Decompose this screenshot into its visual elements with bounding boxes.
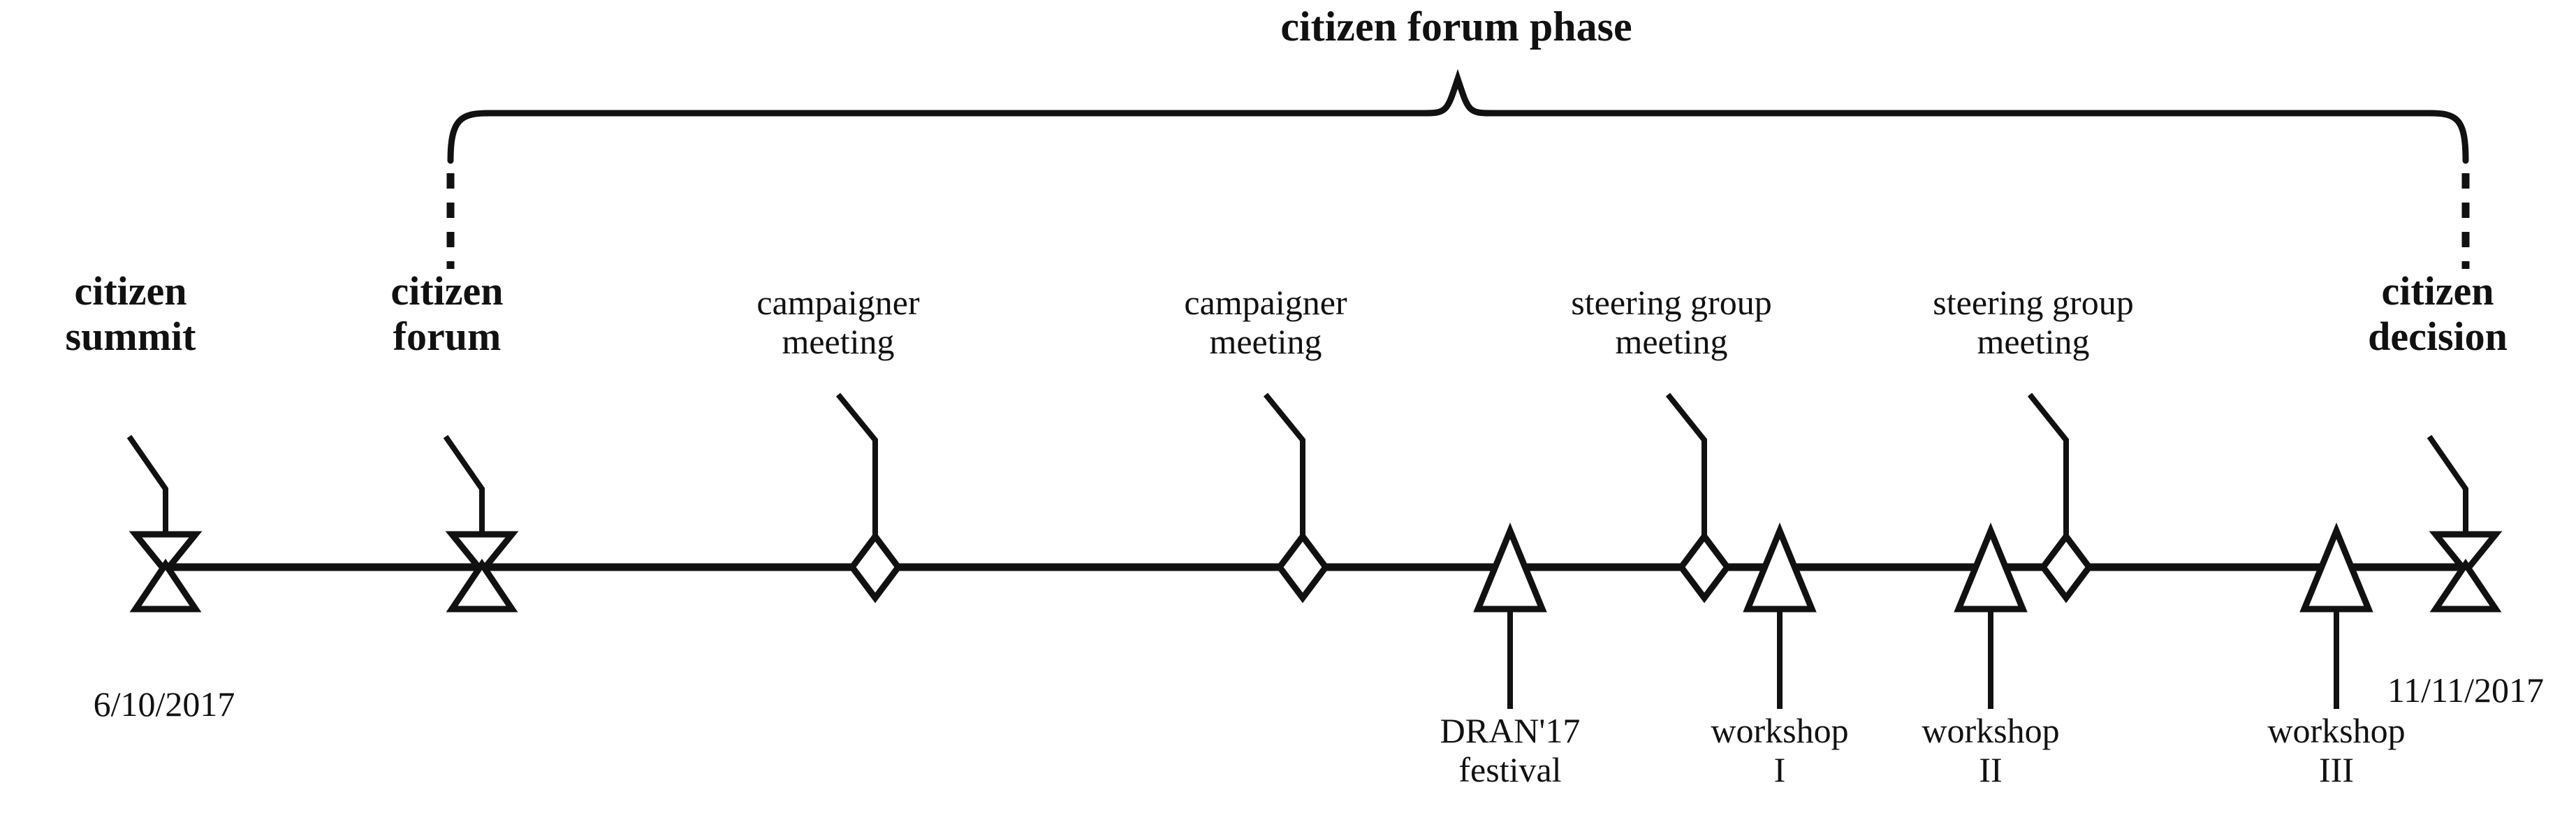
label-steering-group-meeting-2: steering group meeting: [1838, 283, 2229, 361]
up-triangle-icon: [446, 558, 518, 613]
label-line-2: meeting: [1615, 322, 1728, 361]
timeline-markers: [129, 522, 2503, 613]
marker-campaigner-meeting-1[interactable]: [848, 531, 902, 603]
label-dran17-festival: DRAN'17 festival: [1322, 711, 1699, 789]
label-campaigner-meeting-1: campaigner meeting: [653, 283, 1023, 361]
diamond-icon: [1275, 531, 1330, 603]
label-citizen-summit: citizen summit: [0, 268, 305, 360]
label-citizen-forum: citizen forum: [272, 268, 622, 360]
down-triangle-icon: [445, 531, 519, 577]
up-triangle-icon: [2429, 558, 2502, 613]
label-line-2: festival: [1458, 750, 1562, 789]
up-triangle-icon: [1743, 522, 1817, 613]
label-workshop-2: workshop II: [1823, 711, 2158, 789]
label-line-2: III: [2319, 750, 2354, 789]
diamond-icon: [1677, 531, 1732, 603]
label-line-1: citizen: [74, 268, 187, 314]
label-line-1: citizen: [390, 268, 504, 314]
marker-citizen-forum[interactable]: [445, 531, 519, 613]
up-triangle-icon: [1473, 522, 1547, 613]
label-line-1: campaigner: [1184, 283, 1347, 322]
marker-dran17-festival[interactable]: [1473, 522, 1547, 613]
down-triangle-icon: [2429, 531, 2503, 577]
leader-steering-2: [2027, 393, 2069, 555]
label-line-1: workshop: [1711, 711, 1849, 750]
label-line-2: meeting: [1977, 322, 2090, 361]
label-steering-group-meeting-1: steering group meeting: [1476, 283, 1867, 361]
marker-workshop-1[interactable]: [1743, 522, 1817, 613]
label-line-2: meeting: [1209, 322, 1322, 361]
label-line-1: workshop: [1922, 711, 2060, 750]
leader-campaigner-2: [1263, 393, 1305, 555]
leader-campaigner-1: [835, 393, 878, 555]
label-line-2: summit: [65, 313, 196, 359]
leader-citizen-decision: [2427, 434, 2468, 534]
phase-brace-dashed-connectors: [446, 173, 2470, 269]
label-line-2: decision: [2368, 313, 2508, 359]
marker-workshop-2[interactable]: [1954, 522, 2028, 613]
label-line-1: steering group: [1933, 283, 2134, 322]
marker-citizen-summit[interactable]: [129, 531, 203, 613]
label-line-2: forum: [393, 313, 502, 359]
up-triangle-icon: [2299, 522, 2373, 613]
leader-lines-above: [126, 393, 2468, 555]
marker-citizen-decision[interactable]: [2429, 531, 2503, 613]
diamond-icon: [848, 531, 902, 603]
up-triangle-icon: [1954, 522, 2028, 613]
leader-lines-below: [1507, 608, 2339, 709]
label-line-1: citizen: [2381, 268, 2494, 314]
label-campaigner-meeting-2: campaigner meeting: [1081, 283, 1451, 361]
label-line-2: II: [1979, 750, 2003, 789]
label-line-1: campaigner: [756, 283, 920, 322]
label-line-2: meeting: [782, 322, 895, 361]
down-triangle-icon: [129, 531, 203, 577]
phase-title: citizen forum phase: [1280, 3, 1632, 50]
marker-steering-group-meeting-1[interactable]: [1677, 531, 1732, 603]
label-citizen-decision: citizen decision: [2263, 268, 2576, 360]
label-line-1: steering group: [1571, 283, 1772, 322]
leader-citizen-forum: [443, 434, 485, 534]
marker-steering-group-meeting-2[interactable]: [2039, 531, 2093, 603]
leader-steering-1: [1665, 393, 1707, 555]
leader-citizen-summit: [126, 434, 168, 534]
label-line-2: I: [1773, 750, 1786, 789]
end-date-label: 11/11/2017: [2387, 671, 2545, 710]
marker-campaigner-meeting-2[interactable]: [1275, 531, 1330, 603]
label-workshop-3: workshop III: [2169, 711, 2504, 789]
phase-brace: [447, 68, 2469, 164]
label-workshop-1: workshop I: [1612, 711, 1947, 789]
up-triangle-icon: [129, 558, 202, 613]
label-line-1: DRAN'17: [1440, 711, 1581, 750]
label-line-1: workshop: [2267, 711, 2406, 750]
start-date-label: 6/10/2017: [93, 684, 235, 724]
marker-workshop-3[interactable]: [2299, 522, 2373, 613]
diamond-icon: [2039, 531, 2093, 603]
